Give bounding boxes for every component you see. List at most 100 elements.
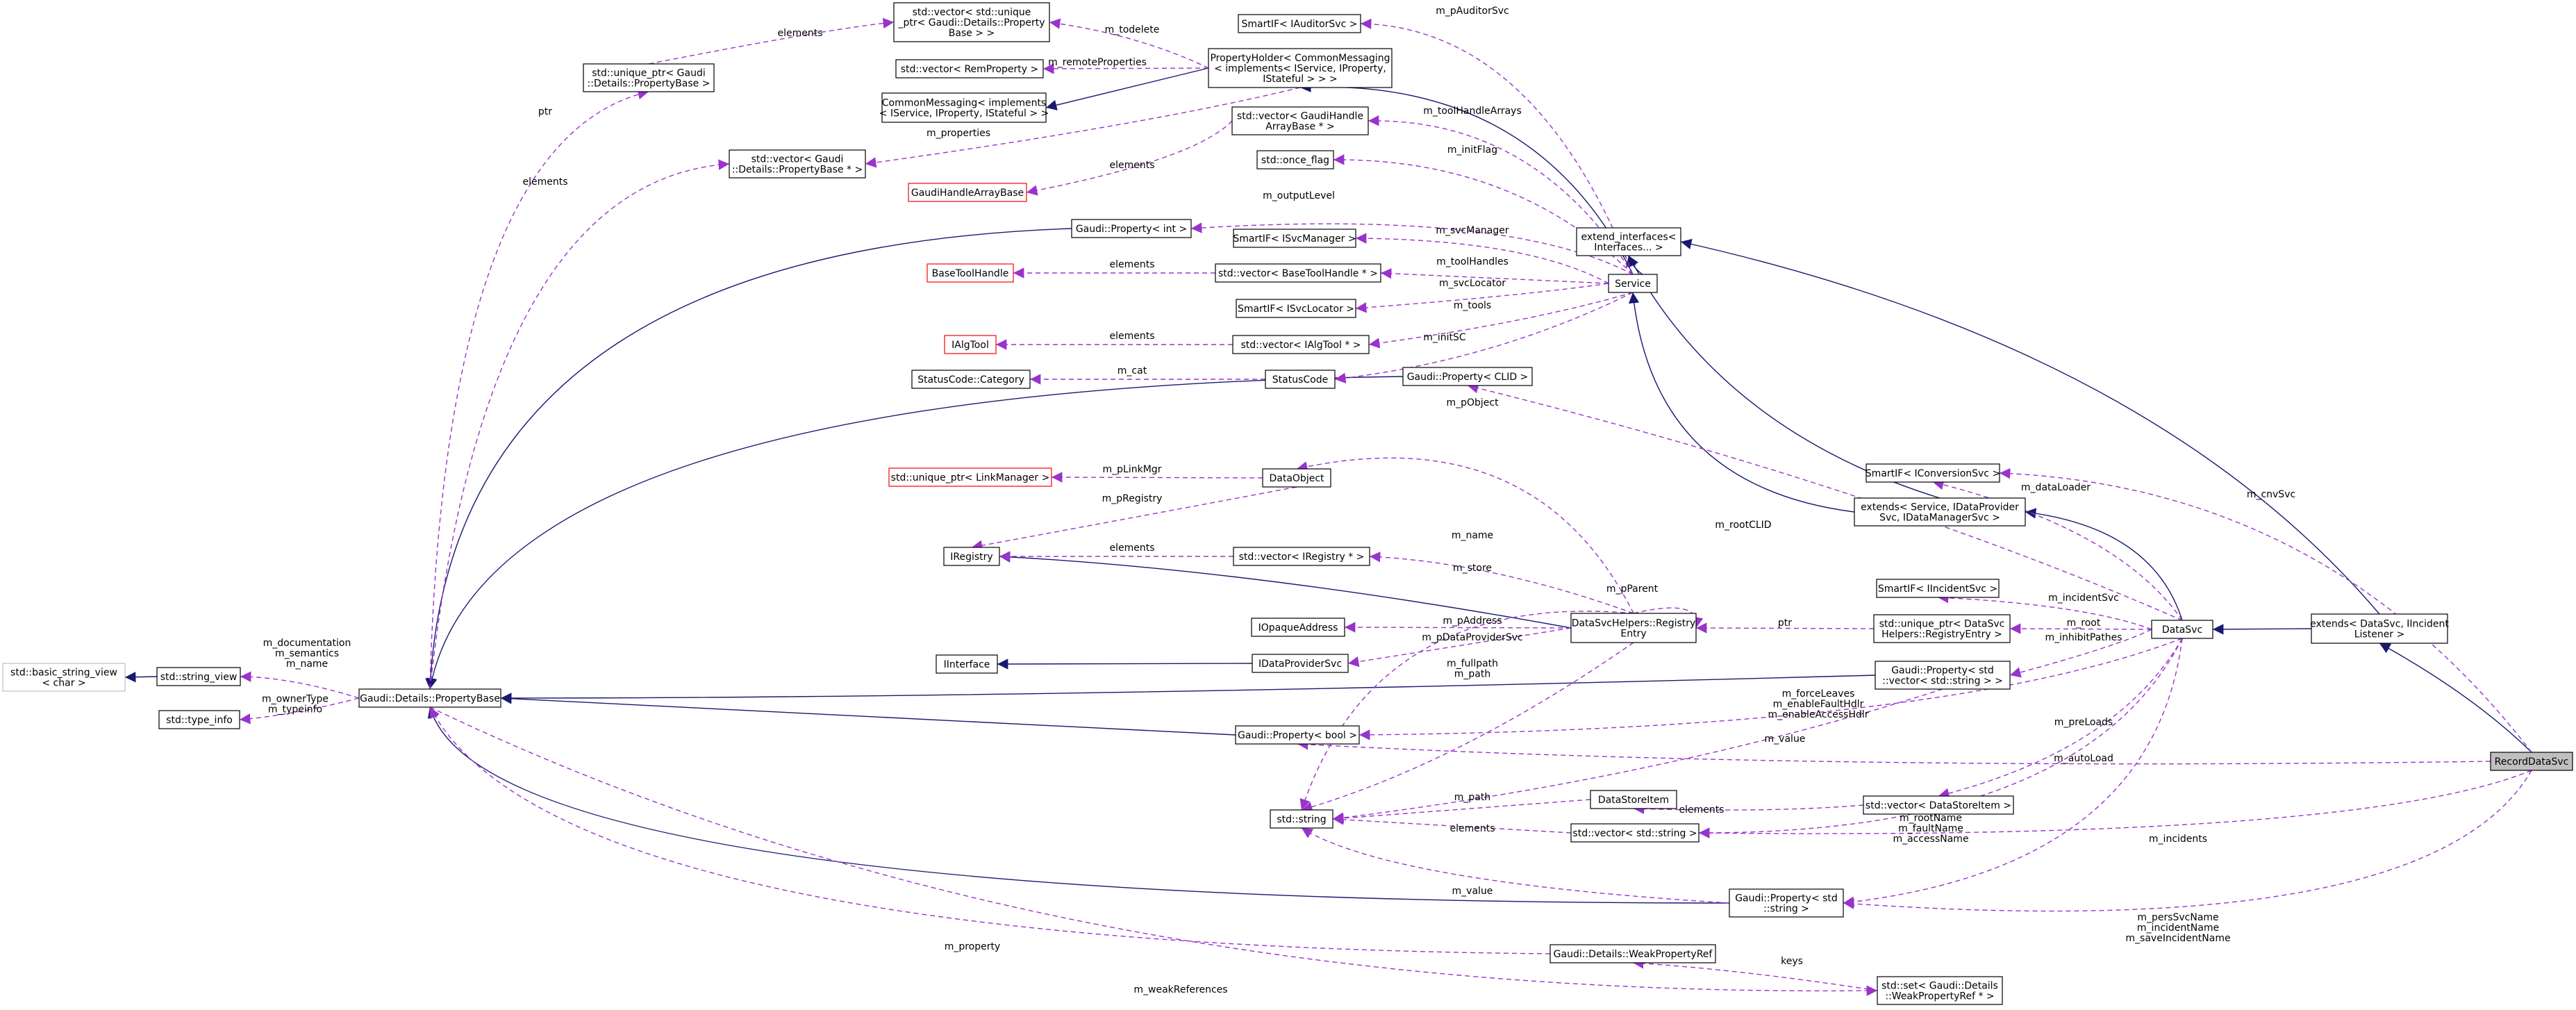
node-label-line: < char > [42,678,85,689]
node-vec_datastoreitem[interactable]: std::vector< DataStoreItem > [1863,795,2014,815]
edge-label-line: m_enableAccessHdlr [1768,709,1868,720]
node-ialgtool[interactable]: IAlgTool [944,335,997,354]
node-smartif_conv[interactable]: SmartIF< IConversionSvc > [1865,463,2000,483]
node-iregistry[interactable]: IRegistry [943,547,1000,566]
node-label-line: < implements< IService, IProperty, [1214,63,1386,74]
node-smartif_incident[interactable]: SmartIF< IIncidentSvc > [1876,579,2000,598]
node-statuscode[interactable]: StatusCode [1265,370,1336,389]
node-label-line: std::set< Gaudi::Details [1881,981,1998,992]
usage-edge-recorddatasvc-to-vec_string [1698,770,2532,838]
node-dataobject[interactable]: DataObject [1262,468,1331,488]
node-smartif_svcloc[interactable]: SmartIF< ISvcLocator > [1236,299,1356,318]
node-type_info[interactable]: std::type_info [158,710,240,729]
edge-label-line: m_pObject [1446,397,1499,408]
usage-edge-propertybase-to-unique_ptr_prop [429,88,649,690]
node-prop_int[interactable]: Gaudi::Property< int > [1071,219,1192,238]
usage-edge-registry_entry-to-iopaque [1344,622,1572,633]
node-unique_regentry[interactable]: std::unique_ptr< DataSvcHelpers::Registr… [1873,614,2011,643]
edge-label-m_pDataProviderSvc: m_pDataProviderSvc [1422,632,1522,643]
edge-label-elements_handles: elements [1109,160,1154,171]
node-property_holder[interactable]: PropertyHolder< CommonMessaging< impleme… [1208,48,1393,88]
node-set_weakpropref[interactable]: std::set< Gaudi::Details::WeakPropertyRe… [1877,976,2003,1005]
node-unique_ptr_prop[interactable]: std::unique_ptr< Gaudi::Details::Propert… [583,63,715,92]
inheritance-edge-service-to-property_holder [1299,81,1634,275]
node-box [1071,219,1192,238]
node-unique_linkmgr[interactable]: std::unique_ptr< LinkManager > [888,467,1052,487]
node-basic_string_view[interactable]: std::basic_string_view< char > [2,663,126,692]
node-prop_string[interactable]: Gaudi::Property< std::string > [1729,888,1844,918]
node-vec_string[interactable]: std::vector< std::string > [1570,823,1700,843]
node-common_messaging[interactable]: CommonMessaging< implements< IService, I… [879,92,1049,123]
usage-edge-property_holder-to-vec_rem_prop [1042,63,1209,74]
node-label-line: BaseToolHandle [932,268,1009,279]
node-service[interactable]: Service [1608,274,1658,293]
node-vec_rem_prop[interactable]: std::vector< RemProperty > [895,59,1044,78]
node-prop_clid[interactable]: Gaudi::Property< CLID > [1402,367,1533,386]
node-prop_bool[interactable]: Gaudi::Property< bool > [1235,725,1360,745]
node-datastoreitem[interactable]: DataStoreItem [1590,790,1677,809]
inheritance-edge-prop_bool-to-propertybase [500,693,1236,736]
node-box [1863,795,2014,815]
node-extends_service[interactable]: extends< Service, IDataProviderSvc, IDat… [1854,497,2026,527]
edge-label-line: m_rootName [1900,813,1962,824]
node-vec_base_tool[interactable]: std::vector< BaseToolHandle * > [1215,263,1381,283]
node-std_string[interactable]: std::string [1270,809,1333,829]
edge-label-line: m_persSvcName [2137,912,2218,923]
node-smartif_auditor[interactable]: SmartIF< IAuditorSvc > [1238,14,1361,33]
node-datasvc[interactable]: DataSvc [2151,620,2213,639]
edge-label-line: elements [1679,804,1724,816]
node-once_flag[interactable]: std::once_flag [1256,150,1334,169]
node-box [908,183,1027,202]
node-vec_gaudi_prop[interactable]: std::vector< Gaudi::Details::PropertyBas… [729,149,866,179]
node-box [1875,661,2011,690]
edge-label-line: elements [1109,259,1154,270]
inheritance-edge-extends_datasvc-to-extend_interfaces [1680,238,2380,615]
inheritance-edge-prop_vec_string-to-propertybase [500,674,1876,704]
node-extend_interfaces[interactable]: extend_interfaces<Interfaces... > [1576,227,1681,256]
node-box [1729,888,1844,918]
edge-label-m_initSC: m_initSC [1423,332,1466,343]
node-prop_vec_string[interactable]: Gaudi::Property< std::vector< std::strin… [1875,661,2011,690]
edge-label-line: m_path [1454,792,1490,803]
node-base_tool_handle[interactable]: BaseToolHandle [926,263,1014,283]
node-weakpropref[interactable]: Gaudi::Details::WeakPropertyRef [1549,944,1716,963]
node-label-line: std::vector< IRegistry * > [1239,552,1365,563]
edge-label-line: m_name [286,659,328,670]
node-vec_handle_array[interactable]: std::vector< GaudiHandleArrayBase * > [1231,106,1369,135]
node-label-line: DataSvc [2162,624,2202,636]
node-string_view[interactable]: std::string_view [156,667,241,686]
node-iinterface[interactable]: IInterface [936,654,998,674]
edge-label-m_svcLocator: m_svcLocator [1439,278,1506,289]
node-vec_ialgtool[interactable]: std::vector< IAlgTool * > [1232,335,1370,354]
edge-label-m_cnvSvc: m_cnvSvc [2247,489,2295,500]
node-box [888,467,1052,487]
node-label-line: Gaudi::Property< std [1735,893,1838,904]
usage-edge-prop_vec_string-to-std_string [1332,688,1943,823]
edge-labels-layer: elementsptrm_todeletem_remotePropertiesm… [262,6,2295,995]
usage-edge-datasvc-to-prop_clid [1467,383,2183,621]
edge-label-line: m_initFlag [1447,144,1497,156]
edge-label-line: m_value [1452,886,1493,897]
node-registry_entry[interactable]: DataSvcHelpers::RegistryEntry [1570,613,1697,643]
node-propertybase[interactable]: Gaudi::Details::PropertyBase [358,688,501,708]
edge-label-line: m_pRegistry [1102,493,1163,504]
node-box [926,263,1014,283]
node-label-line: Helpers::RegistryEntry > [1881,629,2002,640]
node-label-line: < IService, IProperty, IStateful > > [879,108,1049,119]
node-statuscode_cat[interactable]: StatusCode::Category [911,370,1031,389]
usage-edge-service-to-statuscode [1334,292,1634,383]
edge-label-line: m_preLoads [2054,717,2113,728]
node-dataprovidersvc[interactable]: IDataProviderSvc [1252,654,1349,673]
node-box [1231,106,1369,135]
edge-label-line: m_enableFaultHdlr [1773,699,1864,710]
node-handle_array_base[interactable]: GaudiHandleArrayBase [908,183,1027,202]
node-vec_unique_prop[interactable]: std::vector< std::unique_ptr< Gaudi::Det… [893,2,1050,42]
usage-edge-service-to-prop_int [1190,222,1634,275]
node-smartif_svcmgr[interactable]: SmartIF< ISvcManager > [1233,229,1356,248]
node-label-line: extend_interfaces< [1581,232,1677,243]
node-iopaque[interactable]: IOpaqueAddress [1251,618,1345,637]
node-recorddatasvc[interactable]: RecordDataSvc [2490,752,2573,771]
node-vec_iregistry[interactable]: std::vector< IRegistry * > [1233,547,1370,566]
